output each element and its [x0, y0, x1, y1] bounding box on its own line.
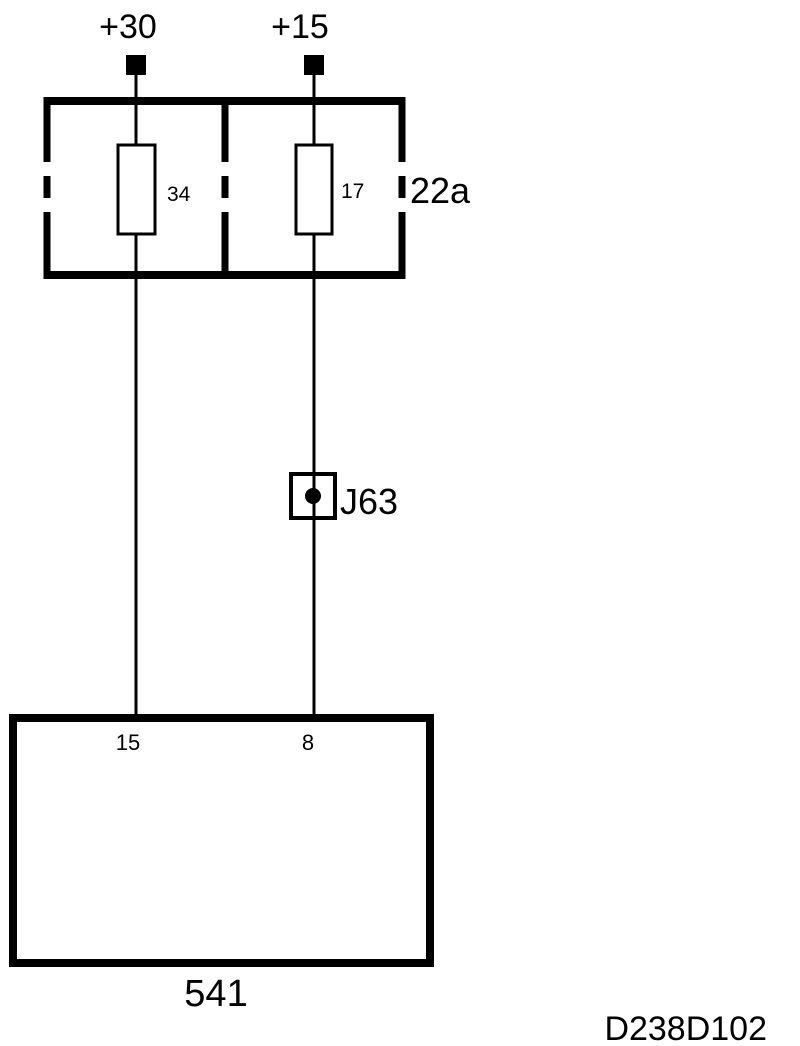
- module-pin-15: 15: [116, 730, 140, 755]
- fuse-box-22a: [43, 97, 406, 279]
- module-pin-8: 8: [302, 730, 314, 755]
- fuse-label-17: 17: [341, 180, 364, 203]
- supply-terminal-plus15: [304, 55, 324, 75]
- junction-dot-icon: [305, 488, 321, 504]
- supply-label-plus30: +30: [99, 8, 157, 46]
- fuse-17: [294, 143, 334, 236]
- junction-label: J63: [340, 481, 398, 522]
- supply-terminal-plus30: [126, 55, 146, 75]
- diagram-code: D238D102: [604, 1010, 767, 1046]
- module-label: 541: [184, 973, 247, 1015]
- module-541: [9, 714, 434, 967]
- fuse-label-34: 34: [167, 183, 191, 206]
- fuse-box-label: 22a: [410, 170, 471, 211]
- supply-label-plus15: +15: [271, 8, 329, 46]
- fuse-34: [116, 143, 157, 236]
